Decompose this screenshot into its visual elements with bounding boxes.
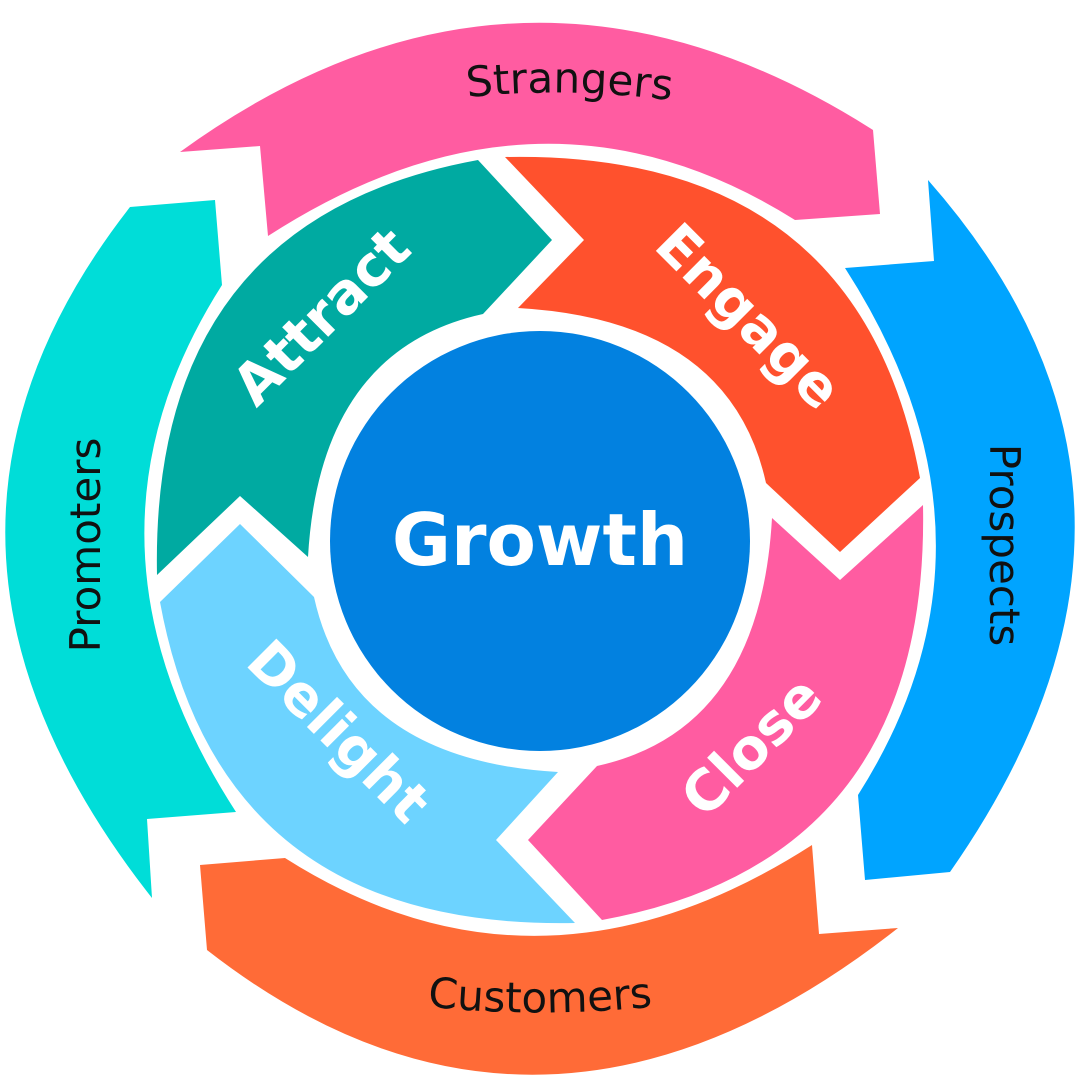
inner-arrow-engage: [505, 156, 920, 552]
outer-label-customers-text: Customers: [426, 968, 653, 1023]
outer-arrow-strangers: [180, 22, 880, 236]
outer-label-customers: Customers: [426, 968, 653, 1023]
outer-ring: [5, 22, 1075, 1075]
inner-ring: [156, 156, 924, 924]
outer-label-prospects: Prospects: [980, 444, 1029, 646]
center-circle: [330, 331, 750, 751]
center-label: Growth: [392, 498, 688, 582]
outer-arrow-promoters: [5, 200, 236, 898]
inner-arrow-attract: [156, 160, 552, 575]
outer-arrow-prospects: [845, 180, 1075, 880]
outer-label-strangers-text: Strangers: [464, 53, 676, 110]
inner-arrow-delight: [160, 524, 575, 924]
inner-arrow-close: [528, 505, 924, 920]
outer-label-promoters: Promoters: [61, 438, 110, 653]
outer-arrow-customers: [200, 845, 898, 1075]
outer-label-strangers: Strangers: [464, 53, 676, 110]
